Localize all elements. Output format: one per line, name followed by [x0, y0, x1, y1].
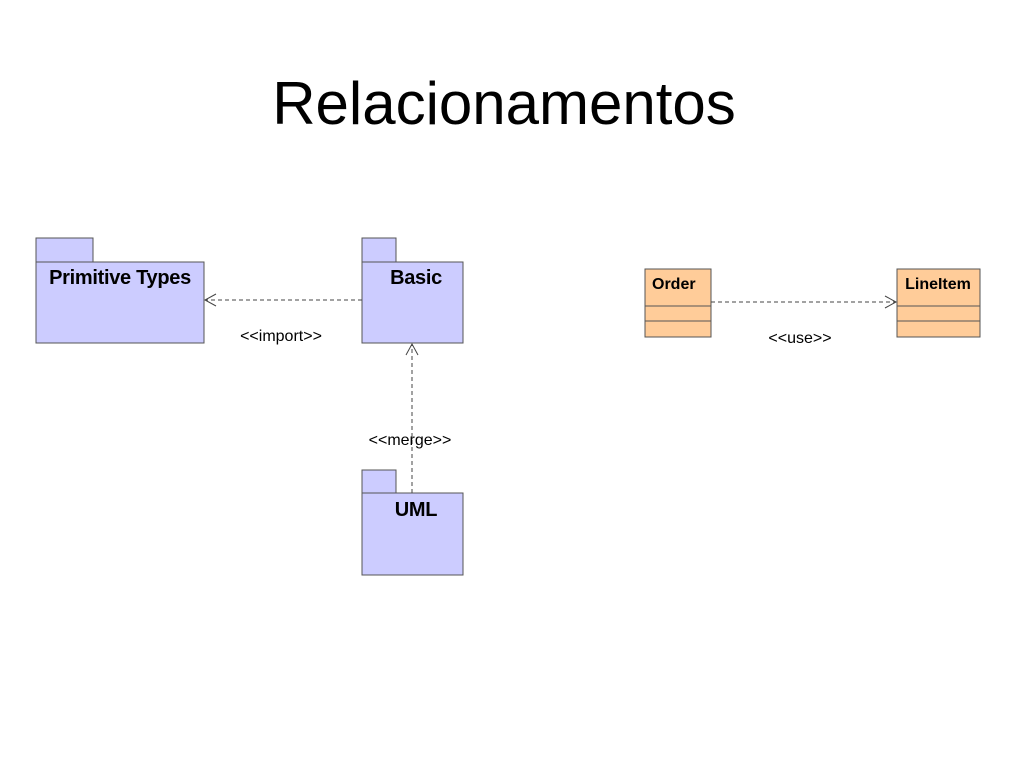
package-name: Basic — [390, 267, 442, 289]
package-primitive-types: Primitive Types — [35, 237, 205, 344]
package-tab — [35, 237, 94, 263]
package-body — [35, 261, 205, 344]
import-stereotype-label: <<import>> — [240, 328, 322, 345]
class-lineitem: LineItem — [896, 268, 981, 338]
class-name: Order — [652, 276, 696, 293]
class-order: Order — [644, 268, 712, 338]
package-name: UML — [395, 499, 438, 521]
package-body — [361, 261, 464, 344]
class-box — [644, 268, 712, 338]
use-stereotype-label: <<use>> — [768, 330, 831, 347]
package-tab — [361, 469, 397, 494]
slide-title: Relacionamentos — [272, 70, 736, 137]
package-tab — [361, 237, 397, 263]
class-box — [896, 268, 981, 338]
class-name: LineItem — [905, 276, 971, 293]
package-name: Primitive Types — [49, 267, 191, 289]
merge-dependency: <<merge>> — [369, 342, 452, 493]
open-arrowhead — [203, 293, 217, 307]
open-arrowhead — [405, 342, 419, 356]
merge-stereotype-label: <<merge>> — [369, 432, 452, 449]
import-dependency: <<import>> — [203, 293, 362, 345]
use-dependency: <<use>> — [711, 295, 898, 347]
package-basic: Basic — [361, 237, 464, 344]
package-body — [361, 492, 464, 576]
open-arrowhead — [884, 295, 898, 309]
package-uml: UML — [361, 469, 464, 576]
